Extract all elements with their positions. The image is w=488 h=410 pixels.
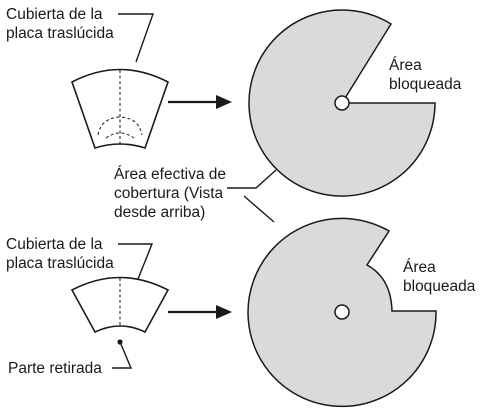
top-arrow bbox=[168, 95, 232, 109]
coverage-leader-line-lower bbox=[243, 195, 275, 223]
bottom-cover-leader-line bbox=[118, 243, 154, 285]
bottom-coverage-disc bbox=[247, 217, 437, 408]
coverage-area-label: Área efectiva de cobertura (Vista desde … bbox=[114, 166, 227, 221]
bottom-translucent-cover bbox=[70, 276, 170, 334]
top-center-hole bbox=[334, 95, 350, 111]
top-coverage-disc bbox=[248, 9, 436, 197]
top-cover-leader-line bbox=[118, 13, 154, 63]
coverage-leader-line-upper bbox=[227, 169, 277, 189]
removed-part-leader-line bbox=[112, 341, 133, 369]
top-translucent-cover bbox=[71, 68, 169, 149]
bottom-cover-label: Cubierta de la placa traslúcida bbox=[6, 236, 114, 272]
top-cover-label: Cubierta de la placa traslúcida bbox=[6, 6, 114, 42]
removed-part-label: Parte retirada bbox=[8, 360, 102, 377]
bottom-center-hole bbox=[334, 304, 350, 320]
bottom-arrow bbox=[168, 305, 232, 319]
top-blocked-area-label: Área bloqueada bbox=[389, 57, 462, 93]
bottom-blocked-area-label: Área bloqueada bbox=[403, 259, 476, 295]
